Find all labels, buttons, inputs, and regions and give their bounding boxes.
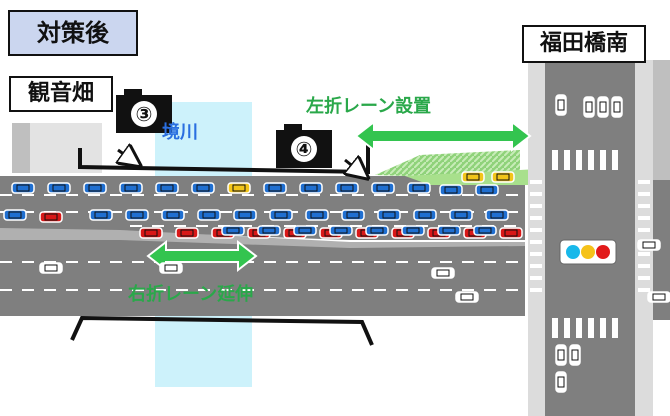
vehicle-window (490, 211, 504, 219)
vehicle-window (557, 99, 565, 111)
vehicle-window (340, 184, 354, 192)
place-label-left: 観音畑 (9, 76, 113, 112)
vehicle-window (382, 211, 396, 219)
vehicle-window (454, 211, 468, 219)
vehicle-window (496, 173, 510, 181)
vehicle-window (180, 229, 194, 237)
vehicle-window (160, 184, 174, 192)
vehicle-window (652, 293, 666, 301)
vehicle (365, 225, 389, 236)
vehicle-window (202, 211, 216, 219)
vehicle-window (412, 184, 426, 192)
vehicle-window (436, 269, 450, 277)
vehicle-window (268, 184, 282, 192)
vehicle-window (52, 184, 66, 192)
vehicle-window (480, 186, 494, 194)
camera-3-icon: ③ (116, 89, 172, 133)
vehicle-window (310, 211, 324, 219)
left-turn-label: 左折レーン設置 (306, 96, 432, 117)
left-turn-arrow-icon (354, 119, 532, 153)
right-road (653, 180, 670, 320)
page-title: 対策後 (8, 10, 138, 56)
vehicle-window (130, 211, 144, 219)
road-lower (0, 236, 525, 316)
vehicle-window (274, 211, 288, 219)
camera-4-label: ④ (296, 137, 313, 161)
vehicle-window (613, 101, 621, 113)
vehicle (293, 225, 317, 236)
cross-sidewalk-left (528, 60, 545, 416)
vehicle-window (406, 227, 420, 234)
vehicle-window (466, 173, 480, 181)
vehicle (257, 225, 281, 236)
vehicle-window (376, 184, 390, 192)
vehicle-window (442, 227, 456, 234)
vehicle-window (196, 184, 210, 192)
vehicle-window (585, 101, 593, 113)
vehicle-window (298, 227, 312, 234)
place-label-right: 福田橋南 (522, 25, 646, 63)
vehicle (221, 225, 245, 236)
right-block (653, 60, 670, 180)
vehicle-window (334, 227, 348, 234)
vehicle-window (346, 211, 360, 219)
vehicle-window (304, 184, 318, 192)
vehicle (647, 291, 670, 303)
vehicle-window (444, 186, 458, 194)
vehicle-window (504, 229, 518, 237)
vehicle (329, 225, 353, 236)
vehicle-window (8, 211, 22, 219)
vehicle-window (460, 293, 474, 301)
vehicle-window (44, 264, 58, 272)
signal-yellow (581, 245, 595, 259)
vehicle-window (164, 264, 178, 272)
vehicle-window (124, 184, 138, 192)
left-turn-lane-hatch (375, 150, 520, 176)
vehicles (3, 94, 670, 393)
vehicle-window (418, 211, 432, 219)
cross-sidewalk-right (635, 60, 653, 416)
signal-blue (566, 245, 580, 259)
vehicle-window (44, 213, 58, 221)
camera4-view-arrow (345, 160, 360, 172)
building-block-left (12, 123, 30, 173)
vehicle-window (94, 211, 108, 219)
vehicle-window (16, 184, 30, 192)
right-turn-label: 右折レーン延伸 (128, 284, 254, 305)
vehicle (473, 225, 497, 236)
vehicle-window (262, 227, 276, 234)
camera-4-icon: ④ (276, 124, 332, 168)
signal-red (596, 245, 610, 259)
vehicle-window (571, 349, 579, 361)
vehicle-window (88, 184, 102, 192)
vehicle (437, 225, 461, 236)
vehicle-window (370, 227, 384, 234)
camera3-view-arrow (118, 150, 132, 160)
vehicle-window (557, 349, 565, 361)
camera-3-label: ③ (136, 102, 153, 126)
vehicle-window (144, 229, 158, 237)
vehicle-window (478, 227, 492, 234)
vehicle-window (226, 227, 240, 234)
vehicle-window (166, 211, 180, 219)
bridge-outline-bottom (70, 315, 374, 346)
vehicle-window (238, 211, 252, 219)
vehicle-window (557, 376, 565, 388)
vehicle (401, 225, 425, 236)
vehicle-window (642, 241, 656, 249)
vehicle-window (599, 101, 607, 113)
vehicle-window (232, 184, 246, 192)
river-label: 境川 (162, 122, 198, 143)
